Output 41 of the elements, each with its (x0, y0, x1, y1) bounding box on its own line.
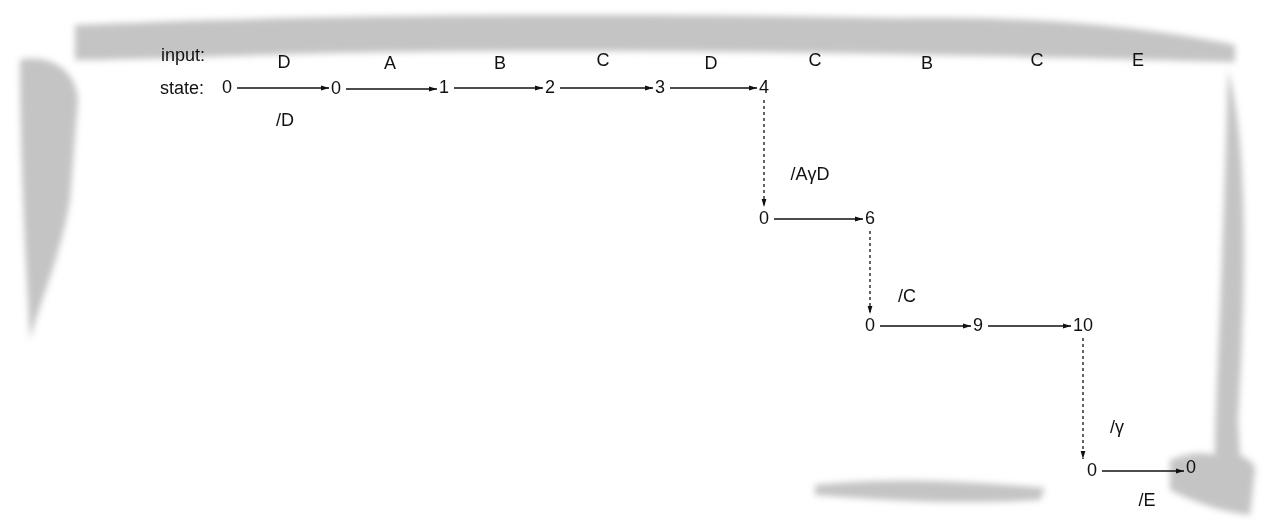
state-number: 10 (1072, 315, 1095, 335)
input-symbol: C (1030, 50, 1044, 70)
state-number: 6 (864, 208, 876, 228)
arrow (773, 216, 864, 222)
arrow (761, 99, 767, 208)
input-symbol: A (384, 53, 396, 73)
state-number: 3 (654, 77, 666, 97)
edge-label: /γ (1110, 417, 1124, 437)
edge-label: /E (1138, 490, 1156, 510)
state-number: 2 (544, 77, 556, 97)
state-number: 9 (972, 315, 984, 335)
arrow (987, 323, 1072, 329)
input-symbol: D (277, 52, 291, 72)
arrow (559, 85, 654, 91)
row-label: input: (161, 45, 205, 65)
arrow (236, 85, 330, 91)
arrow (453, 85, 544, 91)
state-number: 4 (758, 77, 770, 97)
edge-label: /D (276, 110, 294, 130)
input-symbol: C (808, 50, 822, 70)
state-number: 0 (864, 315, 876, 335)
arrow (1101, 468, 1185, 474)
state-number: 0 (330, 78, 342, 98)
arrow (867, 230, 873, 315)
state-number: 0 (221, 77, 233, 97)
arrow (669, 85, 758, 91)
state-number: 1 (438, 77, 450, 97)
edge-label: /C (898, 286, 916, 306)
input-symbol: B (921, 53, 933, 73)
state-number: 0 (758, 208, 770, 228)
arrow (1080, 337, 1086, 460)
state-number: 0 (1185, 457, 1197, 477)
row-label: state: (160, 78, 204, 98)
input-symbol: B (494, 53, 506, 73)
edge-label: /AγD (790, 164, 830, 184)
state-number: 0 (1086, 460, 1098, 480)
arrow (879, 323, 972, 329)
input-symbol: D (704, 53, 718, 73)
input-symbol: E (1132, 50, 1144, 70)
arrow (345, 86, 438, 92)
input-symbol: C (596, 50, 610, 70)
